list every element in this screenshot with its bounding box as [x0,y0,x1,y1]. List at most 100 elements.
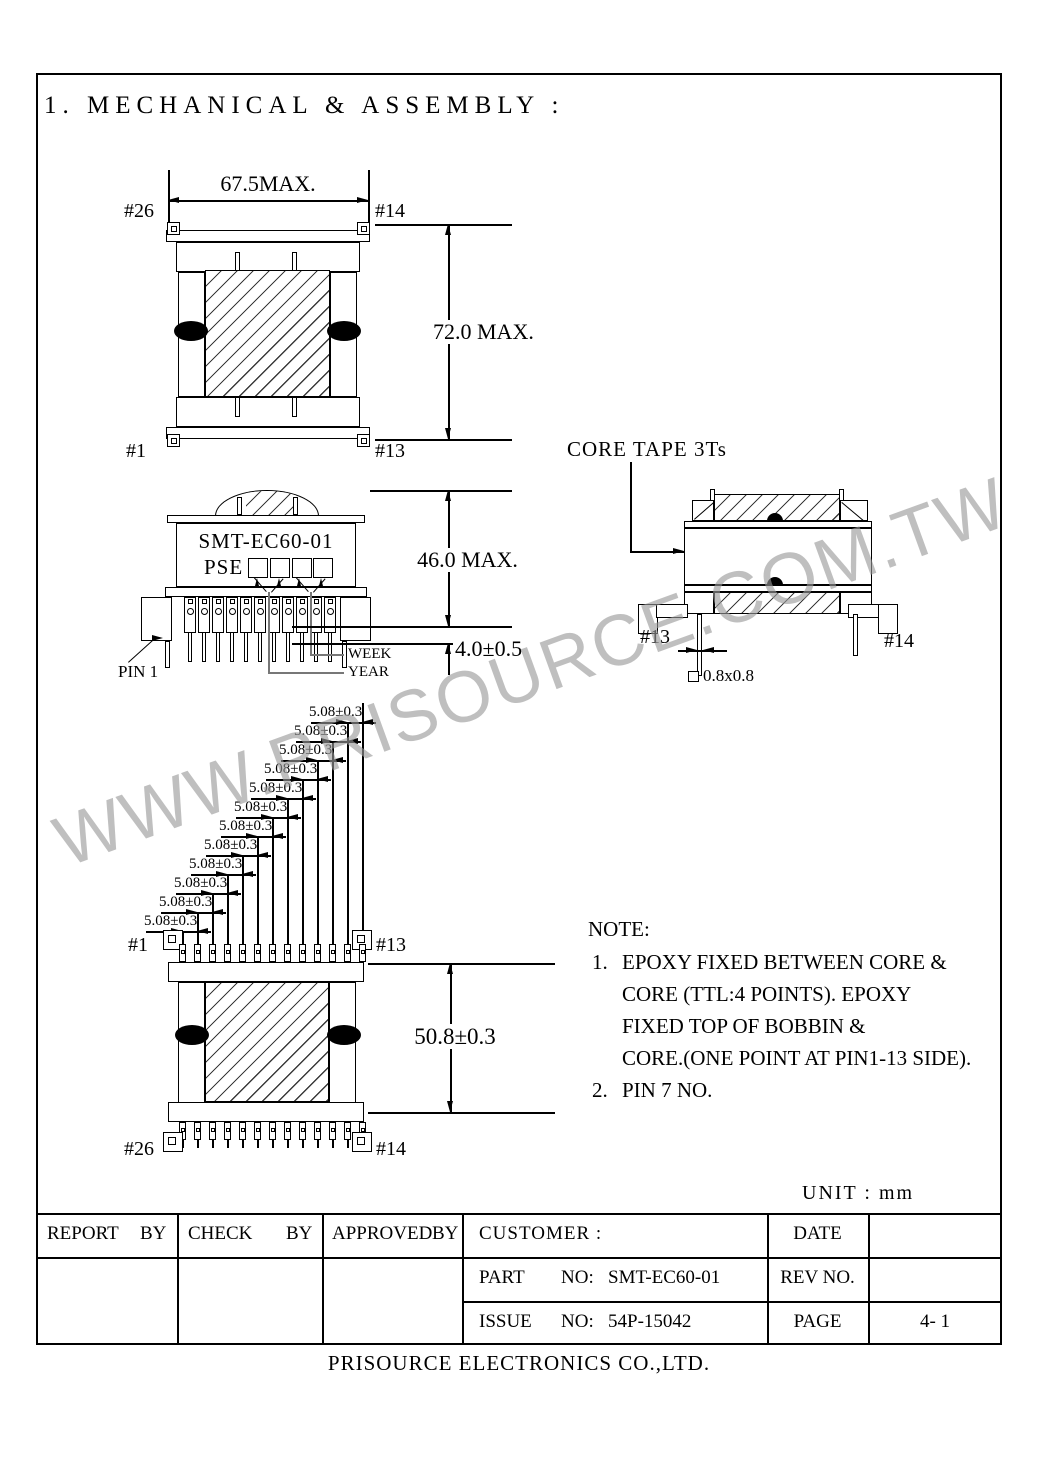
pin-pad [180,1128,185,1132]
epoxy-point [175,1025,209,1045]
core-tape-label: CORE TAPE 3Ts [567,437,727,461]
pin-notch [257,599,263,604]
part-label: PART [479,1267,525,1288]
pin-pad [345,1128,350,1132]
pin-extension-line [347,722,349,946]
pin-leg [302,1140,304,1148]
pin-pad [240,1128,245,1132]
note-line: PIN 7 NO. [622,1078,713,1102]
pin-hole [270,608,278,615]
pin-notch [313,599,319,604]
front-height-dim: 46.0 MAX. [405,547,530,573]
dim-arrow [231,851,242,858]
pin-pad [195,1128,200,1132]
pin-pad [240,950,245,954]
pin-pad [225,1128,230,1132]
pin-hole [228,608,236,615]
pin-hole [256,608,264,615]
pin-pad [345,950,350,954]
pin-notch [187,599,193,604]
pitch-dimension-label: 5.08±0.3 [219,818,273,834]
pin-notch [285,599,291,604]
pin-pad [180,950,185,954]
smt-pin [853,614,858,656]
pin-pad [285,950,290,954]
pin-pad [210,950,215,954]
dim-arrow [201,889,212,896]
pin-label-14: #14 [376,1138,406,1160]
approved-by-header: APPROVED [332,1223,433,1244]
issue-number-value: 54P-15042 [608,1311,692,1332]
bottom-height-dim: 50.8±0.3 [393,1024,517,1050]
dim-arrow [347,737,358,744]
date-code-box [248,558,268,578]
dim-arrow [242,870,253,877]
dim-arrow [317,775,328,782]
dim-arrow [261,813,272,820]
pin-hole [326,608,334,615]
note-heading: NOTE: [588,917,650,941]
pin-pad [195,950,200,954]
pin-pad [300,1128,305,1132]
dim-arrow [306,756,317,763]
pin-hole [200,608,208,615]
pin-extension-line [362,703,364,946]
pin-leg [188,632,192,662]
dim-arrow [362,718,373,725]
pin-hole [312,608,320,615]
company-name: PRISOURCE ELECTRONICS CO.,LTD. [327,1351,711,1375]
note-line: EPOXY FIXED BETWEEN CORE & [622,950,947,974]
pin-length-dim: 4.0±0.5 [453,636,525,662]
part-number-marking: SMT-EC60-01 [198,529,334,553]
pin-leg [300,632,304,662]
pitch-dimension-label: 5.08±0.3 [249,780,303,796]
page-label: PAGE [793,1311,842,1332]
pin-label-13: #13 [375,440,405,462]
pitch-dimension-label: 5.08±0.3 [144,913,198,929]
pin-pad [330,950,335,954]
pin-pad [225,950,230,954]
pin-pad [270,950,275,954]
pin-extension-line [302,779,304,946]
dim-arrow [186,908,197,915]
note-line: FIXED TOP OF BOBBIN & [622,1014,866,1038]
pin-leg [242,1140,244,1148]
pin-notch [243,599,249,604]
dim-arrow [291,775,302,782]
dim-arrow [321,737,332,744]
dim-arrow [276,794,287,801]
pin-label-26: #26 [124,200,154,222]
smt-pin [697,614,702,676]
pin-notch [327,599,333,604]
pin-pad [210,1128,215,1132]
pin-pad [360,1128,365,1132]
end-pin [141,597,172,641]
dim-arrow [216,870,227,877]
pin-hole [186,608,194,615]
dim-arrow [212,908,223,915]
date-code-box [292,558,312,578]
pin-pad [270,1128,275,1132]
pin-label-14: #14 [375,200,405,222]
pin-leg [314,632,318,662]
pin-leg [286,632,290,662]
pin-leg [230,632,234,662]
pin-label-26: #26 [124,1138,154,1160]
dim-arrow [332,756,343,763]
side-pin-label-14: #14 [884,630,914,652]
pitch-dimension-label: 5.08±0.3 [309,704,363,720]
pin-leg [216,632,220,662]
pin-leg [257,1140,259,1148]
pin-leg [212,1140,214,1148]
epoxy-point [327,321,361,341]
unit-label: UNIT : mm [802,1182,915,1204]
pitch-dimension-label: 5.08±0.3 [294,723,348,739]
dim-arrow [336,718,347,725]
note-line: CORE (TTL:4 POINTS). EPOXY [622,982,912,1006]
date-label: DATE [793,1223,842,1244]
epoxy-point [767,513,783,522]
dim-arrow [302,794,313,801]
page-value: 4- 1 [919,1311,951,1332]
pin-leg [202,632,206,662]
pin-extension-line [227,874,229,946]
